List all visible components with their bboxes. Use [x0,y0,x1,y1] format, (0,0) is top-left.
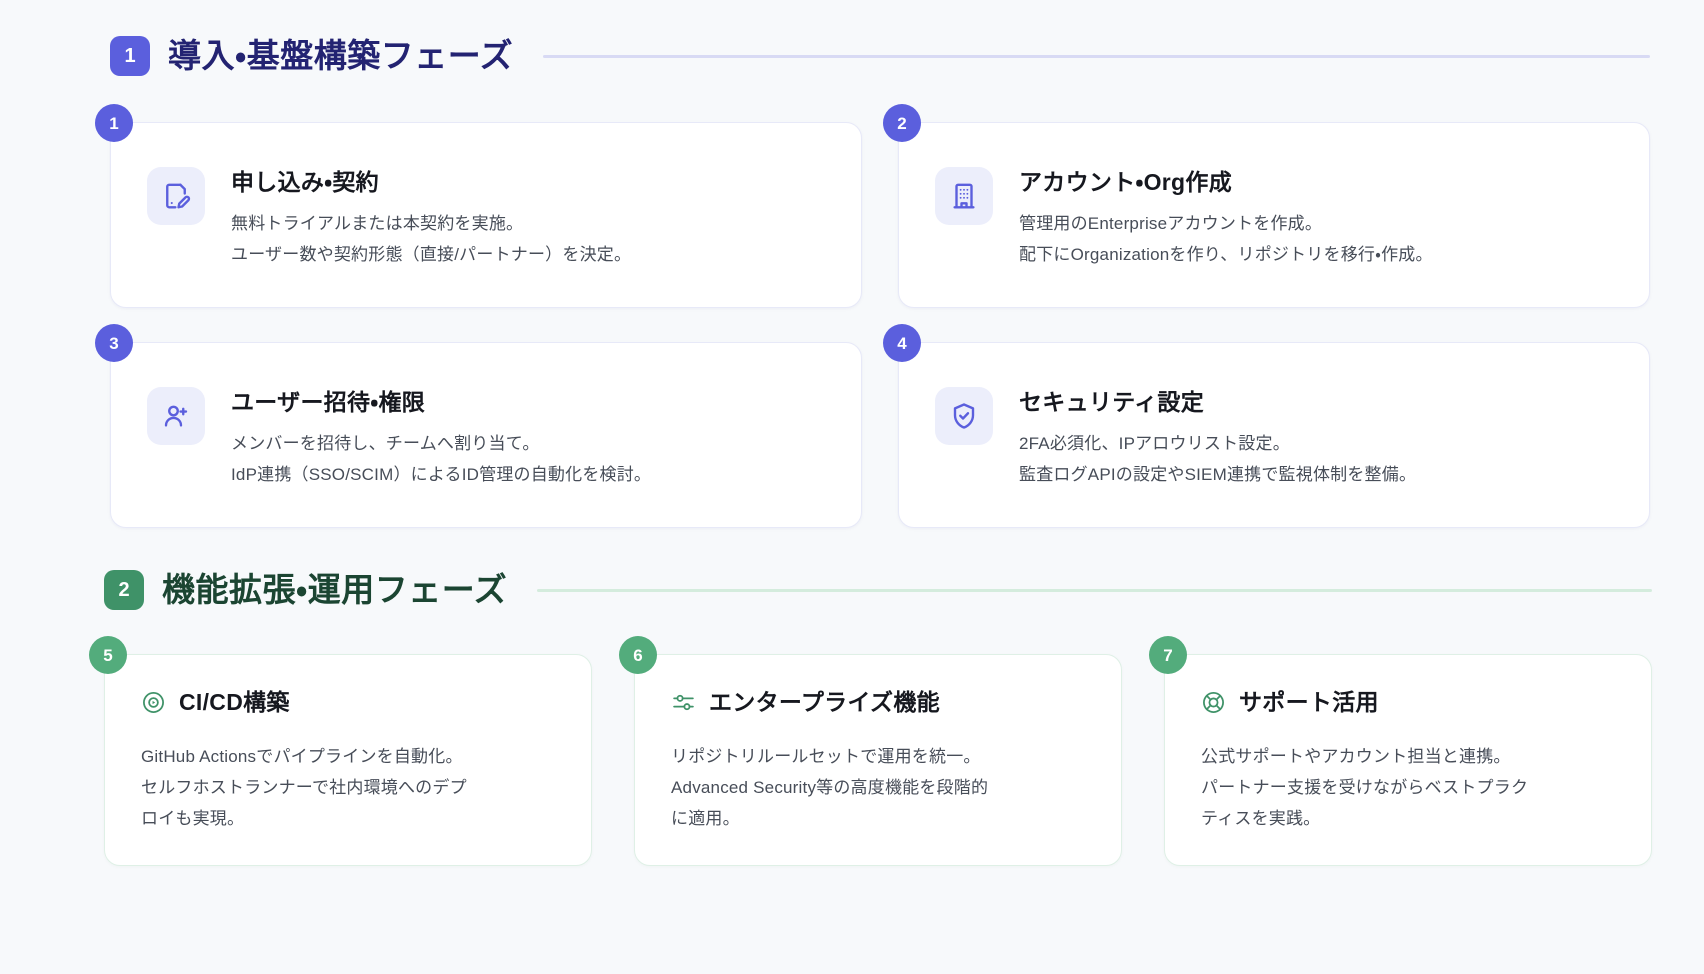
step-card-body: ユーザー招待・権限 メンバーを招待し、チームへ割り当て。 IdP連携（SSO/S… [147,373,827,490]
step-card-title: エンタープライズ機能 [709,689,940,715]
play-circle-icon [141,690,166,715]
phase-section-1: 1 導入・基盤構築フェーズ 1 [95,36,1650,528]
user-plus-icon [147,387,205,445]
step-card-title: CI/CD構築 [179,689,290,715]
step-card-body: セキュリティ設定 2FA必須化、IPアロウリスト設定。 監査ログAPIの設定やS… [935,373,1615,490]
step-card-line: GitHub Actionsでパイプラインを自動化。 [141,746,463,766]
step-number-badge-7: 7 [1149,636,1187,674]
step-card-line: ロイも実現。 [141,809,245,829]
step-card-4[interactable]: 4 セキュリティ設定 2FA必須化、IPアロウリスト設定。 監査ログAPIの設定… [883,324,1650,528]
phase-divider-2 [537,588,1652,592]
step-card-text: ユーザー招待・権限 メンバーを招待し、チームへ割り当て。 IdP連携（SSO/S… [231,387,827,490]
step-card-title: ユーザー招待・権限 [231,389,426,415]
phase-number-badge-1: 1 [110,36,150,76]
step-card-line: 無料トライアルまたは本契約を実施。 [231,213,524,233]
step-card-line: IdP連携（SSO/SCIM）によるID管理の自動化を検討。 [231,464,652,484]
step-card-1[interactable]: 1 申し込み・契約 無料トライアルまたは本契約を実施。 ユーザー数や契約 [95,104,862,308]
step-card-2[interactable]: 2 [883,104,1650,308]
step-card-line: Advanced Security等の高度機能を段階的 [671,777,989,797]
step-card-line: 公式サポートやアカウント担当と連携。 [1201,746,1511,766]
step-card-head: CI/CD構築 [141,689,557,717]
step-card-line: 管理用のEnterpriseアカウントを作成。 [1019,213,1323,233]
step-number-badge-4: 4 [883,324,921,362]
step-card-line: 監査ログAPIの設定やSIEM連携で監視体制を整備。 [1019,464,1417,484]
step-card-line: 2FA必須化、IPアロウリスト設定。 [1019,433,1290,453]
step-number-badge-1: 1 [95,104,133,142]
step-card-line: メンバーを招待し、チームへ割り当て。 [231,433,540,453]
lifebuoy-icon [1201,690,1226,715]
step-card-text: 申し込み・契約 無料トライアルまたは本契約を実施。 ユーザー数や契約形態（直接/… [231,167,827,270]
step-card-body: 申し込み・契約 無料トライアルまたは本契約を実施。 ユーザー数や契約形態（直接/… [147,153,827,270]
step-number-badge-5: 5 [89,636,127,674]
phase-header-2: 2 機能拡張・運用フェーズ [104,570,1652,610]
sliders-icon [671,690,696,715]
phase-2-card-grid: 5 CI/CD構築 GitHub Actionsでパイプラインを自動化。 セルフ… [89,636,1652,866]
step-card-line: リポジトリルールセットで運用を統一。 [671,746,981,766]
step-card-title: 申し込み・契約 [231,169,379,195]
step-card-6[interactable]: 6 エンタープライズ機能 リポジトリルールセットで運 [619,636,1122,866]
step-card-line: セルフホストランナーで社内環境へのデプ [141,777,467,797]
step-card-line: ティスを実践。 [1201,809,1321,829]
step-card-head: エンタープライズ機能 [671,689,1087,717]
step-number-badge-2: 2 [883,104,921,142]
step-card-title: セキュリティ設定 [1019,389,1205,415]
building-icon [935,167,993,225]
step-card-title: サポート活用 [1239,689,1379,715]
phase-header-1: 1 導入・基盤構築フェーズ [110,36,1650,76]
phase-1-card-grid: 1 申し込み・契約 無料トライアルまたは本契約を実施。 ユーザー数や契約 [95,104,1650,528]
step-card-line: に適用。 [671,809,740,829]
step-card-text: アカウント・Org作成 管理用のEnterpriseアカウントを作成。 配下にO… [1019,167,1615,270]
shield-check-icon [935,387,993,445]
step-card-7[interactable]: 7 サポート活用 公式サポートやアカウント担当と連携 [1149,636,1652,866]
step-card-line: パートナー支援を受けながらベストプラク [1201,777,1529,797]
step-card-3[interactable]: 3 ユーザー招待・権限 メンバーを招待し、チームへ割り当て。 IdP連携 [95,324,862,528]
step-card-line: ユーザー数や契約形態（直接/パートナー）を決定。 [231,244,632,264]
phase-title-2: 機能拡張・運用フェーズ [162,570,508,608]
step-number-badge-3: 3 [95,324,133,362]
step-number-badge-6: 6 [619,636,657,674]
phase-section-2: 2 機能拡張・運用フェーズ 5 CI/CD構築 [89,570,1652,866]
step-card-body: アカウント・Org作成 管理用のEnterpriseアカウントを作成。 配下にO… [935,153,1615,270]
step-card-line: 配下にOrganizationを作り、リポジトリを移行・作成。 [1019,244,1433,264]
step-card-5[interactable]: 5 CI/CD構築 GitHub Actionsでパイプラインを自動化。 セルフ… [89,636,592,866]
document-edit-icon [147,167,205,225]
step-card-title: アカウント・Org作成 [1019,169,1233,195]
phase-divider-1 [543,54,1650,58]
step-card-text: セキュリティ設定 2FA必須化、IPアロウリスト設定。 監査ログAPIの設定やS… [1019,387,1615,490]
phase-title-1: 導入・基盤構築フェーズ [168,36,514,74]
phase-number-badge-2: 2 [104,570,144,610]
step-card-head: サポート活用 [1201,689,1617,717]
